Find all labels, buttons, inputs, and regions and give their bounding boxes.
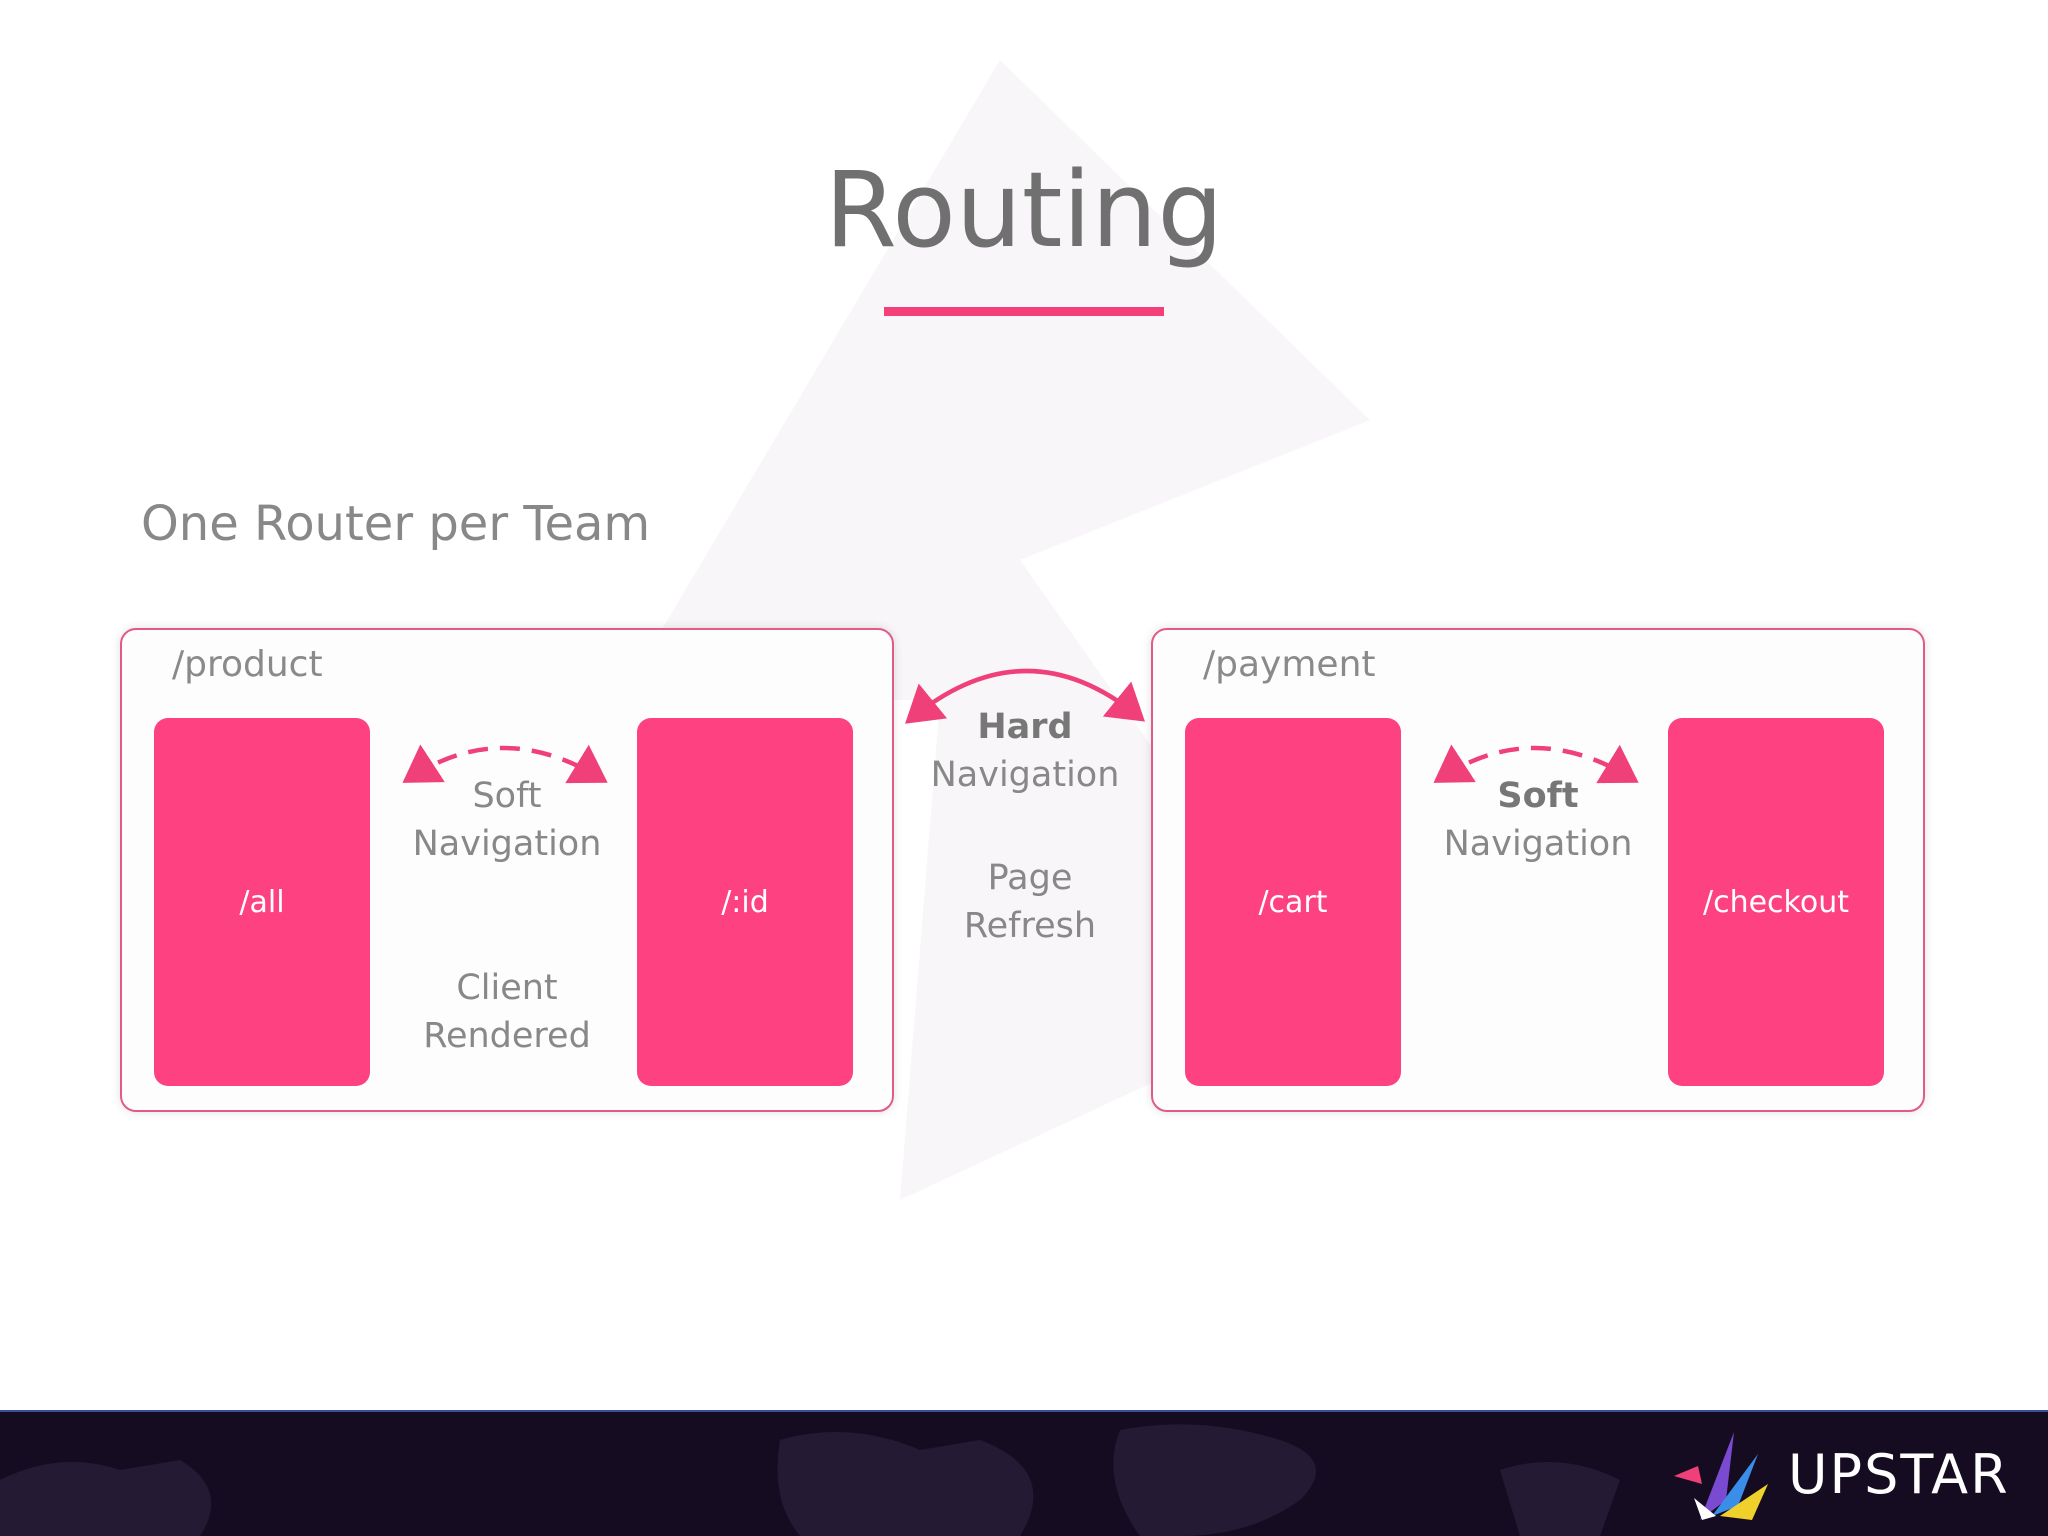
team-box-payment: /payment /cart /checkout Soft Navigation [1151,628,1925,1112]
client-rendered-line2: Rendered [423,1016,591,1056]
page-refresh-line2: Refresh [963,906,1097,946]
soft-nav-line2-product: Navigation [412,824,602,864]
hard-nav-caption: Hard Navigation [900,703,1150,799]
route-label-cart: /cart [1258,884,1328,920]
footer-divider [0,1410,2048,1412]
route-card-all: /all [154,718,370,1086]
route-card-cart: /cart [1185,718,1401,1086]
route-label-id: /:id [721,884,769,920]
upstar-logo-mark [1674,1432,1768,1520]
slide-subtitle: One Router per Team [141,496,651,552]
route-label-all: /all [239,884,285,920]
page-refresh-line1: Page [987,858,1073,898]
world-map-decoration [0,1424,1620,1536]
soft-nav-line2-payment: Navigation [1443,824,1633,864]
hard-nav-arrow [905,668,1145,724]
soft-nav-arrow-product [402,744,608,784]
team-label-product: /product [172,644,323,685]
page-refresh-caption: Page Refresh [905,854,1155,950]
team-box-product: /product /all /:id Soft Navigation Clien… [120,628,894,1112]
hard-nav-line2: Navigation [930,755,1120,795]
soft-nav-arrow-payment [1433,744,1639,784]
route-card-checkout: /checkout [1668,718,1884,1086]
route-card-id: /:id [637,718,853,1086]
team-label-payment: /payment [1203,644,1376,685]
upstar-logo: UPSTAR [1672,1424,2010,1524]
client-rendered-line1: Client [456,968,558,1008]
hard-nav-line1: Hard [977,707,1073,747]
title-underline [884,307,1164,316]
route-label-checkout: /checkout [1702,884,1849,920]
client-rendered-caption: Client Rendered [382,964,632,1060]
slide-title: Routing [824,149,1224,271]
upstar-logo-text: UPSTAR [1788,1442,2010,1506]
footer-bar: UPSTAR [0,1410,2048,1536]
